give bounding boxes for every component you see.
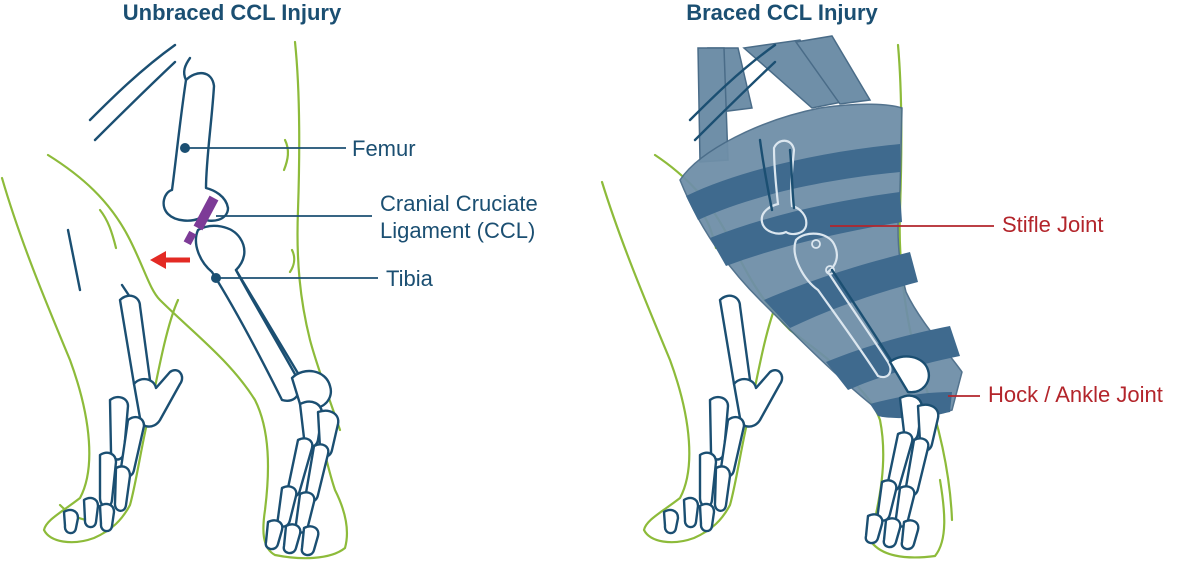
instability-arrow-icon: [150, 251, 190, 269]
ccl-torn-end-icon: [183, 230, 197, 246]
stifle-pin-bottom-icon: [825, 265, 835, 275]
hock-joint-label: Hock / Ankle Joint: [988, 382, 1163, 407]
unbraced-far-leg-bones: [62, 228, 184, 535]
unbraced-femur: [88, 43, 230, 222]
stifle-pin-top-icon: [811, 239, 821, 249]
braced-leaders: [830, 225, 994, 397]
braced-hip-lines: [688, 43, 777, 142]
braced-title: Braced CCL Injury: [686, 0, 878, 25]
braced-far-leg-bones: [662, 294, 784, 535]
ccl-ligament-icon: [193, 195, 219, 231]
tibia-label: Tibia: [386, 266, 434, 291]
ccl-label-line1: Cranial Cruciate: [380, 191, 538, 216]
unbraced-panel: Unbraced CCL Injury: [0, 0, 538, 560]
braced-near-leg-bones: [758, 138, 940, 551]
unbraced-title: Unbraced CCL Injury: [123, 0, 342, 25]
braced-panel: Braced CCL Injury: [600, 0, 1163, 559]
unbraced-tibia: [194, 224, 340, 557]
unbraced-leaders: [180, 143, 378, 283]
stifle-joint-label: Stifle Joint: [1002, 212, 1104, 237]
ccl-label-line2: Ligament (CCL): [380, 218, 535, 243]
femur-label: Femur: [352, 136, 416, 161]
